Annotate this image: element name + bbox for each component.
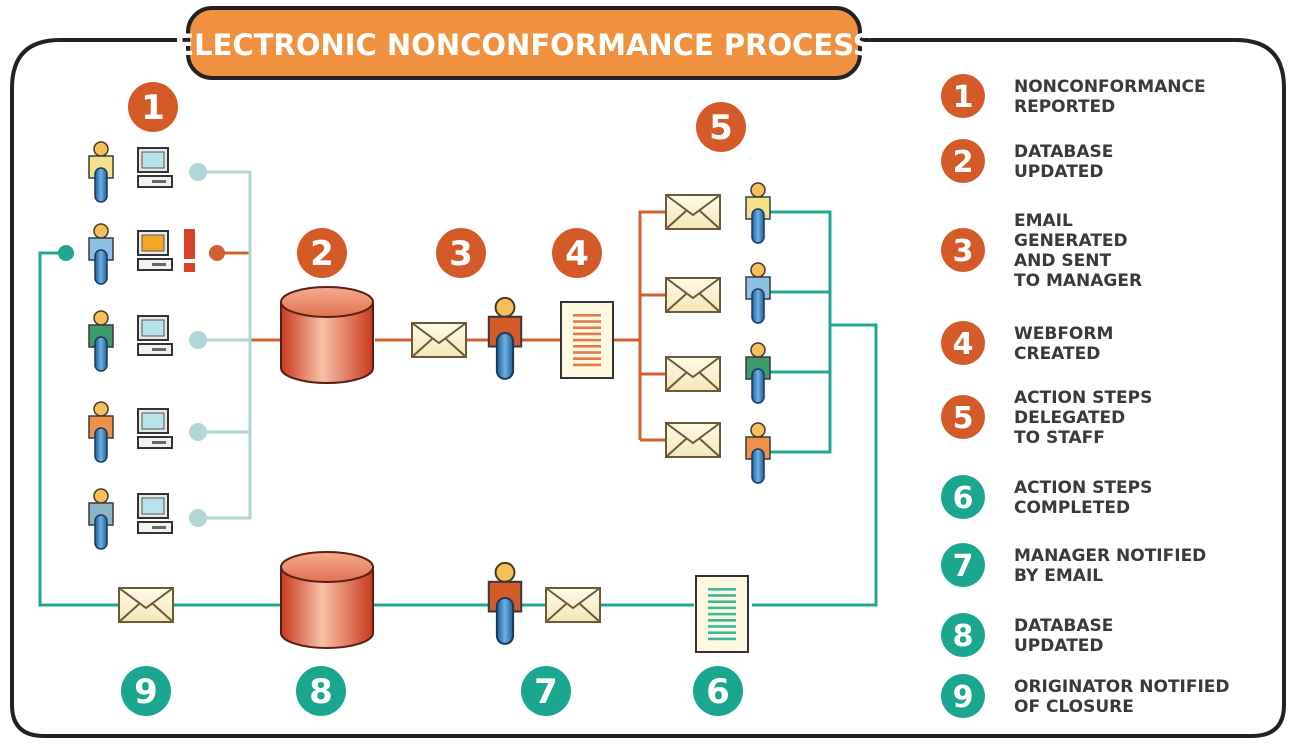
title-banner: ELECTRONIC NONCONFORMANCE PROCESS — [174, 6, 874, 80]
legend-label: CREATED — [1014, 344, 1100, 364]
step-number: 3 — [449, 234, 473, 274]
database-icon — [280, 551, 374, 649]
step-number: 2 — [310, 234, 334, 274]
legend-number: 3 — [953, 234, 974, 269]
computer-icon — [137, 147, 173, 188]
step-4-badge: 4 — [552, 228, 602, 278]
reporter-person-icon — [88, 223, 114, 285]
step-number: 8 — [309, 672, 333, 712]
step-8-badge: 8 — [296, 666, 346, 716]
legend-label: ACTION STEPS — [1014, 478, 1152, 498]
originator-node — [58, 245, 74, 261]
staff-person-icon — [745, 262, 771, 324]
step-2-badge: 2 — [297, 228, 347, 278]
legend-number: 7 — [953, 549, 974, 584]
database-icon — [280, 286, 374, 384]
step-number: 9 — [134, 672, 158, 712]
webform-document-icon — [560, 301, 614, 379]
step-6-badge: 6 — [693, 666, 743, 716]
step-number: 5 — [709, 108, 733, 148]
legend-label: EMAIL — [1014, 211, 1073, 231]
step-7-badge: 7 — [521, 666, 571, 716]
email-envelope-icon — [665, 356, 721, 392]
step-number: 4 — [565, 234, 589, 274]
email-envelope-icon — [411, 322, 467, 358]
legend-label: DELEGATED — [1014, 408, 1125, 428]
legend-label: OF CLOSURE — [1014, 697, 1134, 717]
legend-label: ORIGINATOR NOTIFIED — [1014, 677, 1230, 697]
legend-label: TO MANAGER — [1014, 271, 1142, 291]
legend-label: NONCONFORMANCE — [1014, 77, 1206, 97]
legend-number: 2 — [953, 145, 974, 180]
step-number: 1 — [141, 88, 165, 128]
computer-icon — [137, 315, 173, 356]
legend-label: COMPLETED — [1014, 498, 1130, 518]
email-envelope-icon — [665, 277, 721, 313]
legend-label: AND SENT — [1014, 251, 1111, 271]
legend-label: MANAGER NOTIFIED — [1014, 546, 1206, 566]
step-1-badge: 1 — [128, 82, 178, 132]
teal-connectors — [38, 210, 878, 607]
legend-label: UPDATED — [1014, 162, 1104, 182]
staff-person-icon — [745, 342, 771, 404]
legend-number: 9 — [953, 680, 974, 715]
page-title: ELECTRONIC NONCONFORMANCE PROCESS — [174, 28, 873, 62]
legend-label: TO STAFF — [1014, 428, 1105, 448]
computer-icon — [137, 408, 173, 449]
staff-person-icon — [745, 422, 771, 484]
legend-label: DATABASE — [1014, 616, 1113, 636]
legend-label: DATABASE — [1014, 142, 1113, 162]
email-envelope-icon — [118, 587, 174, 623]
computer-icon — [137, 493, 173, 534]
step-number: 7 — [534, 672, 558, 712]
manager-person-icon — [487, 561, 523, 645]
legend-number: 1 — [953, 80, 974, 115]
step-5-badge: 5 — [696, 102, 746, 152]
legend-number: 8 — [953, 619, 974, 654]
completed-form-document-icon — [695, 575, 749, 653]
email-envelope-icon — [665, 422, 721, 458]
step-3-badge: 3 — [436, 228, 486, 278]
reporter-person-icon — [88, 488, 114, 550]
email-envelope-icon — [665, 194, 721, 230]
step-9-badge: 9 — [121, 666, 171, 716]
reporter-person-icon — [88, 401, 114, 463]
manager-person-icon — [487, 296, 523, 380]
legend-number: 4 — [953, 327, 974, 362]
staff-person-icon — [745, 182, 771, 244]
reporter-person-icon — [88, 310, 114, 372]
legend-label: REPORTED — [1014, 97, 1115, 117]
step-number: 6 — [706, 672, 730, 712]
legend-label: WEBFORM — [1014, 324, 1113, 344]
legend-label: GENERATED — [1014, 231, 1128, 251]
reporter-dots — [189, 163, 225, 527]
legend-number: 5 — [953, 401, 974, 436]
legend-label: BY EMAIL — [1014, 566, 1103, 586]
email-envelope-icon — [545, 587, 601, 623]
legend-label: ACTION STEPS — [1014, 388, 1152, 408]
legend-label: UPDATED — [1014, 636, 1104, 656]
legend-number: 6 — [953, 481, 974, 516]
computer-icon — [137, 230, 173, 271]
reporter-person-icon — [88, 141, 114, 203]
alert-exclamation-icon — [184, 229, 195, 272]
